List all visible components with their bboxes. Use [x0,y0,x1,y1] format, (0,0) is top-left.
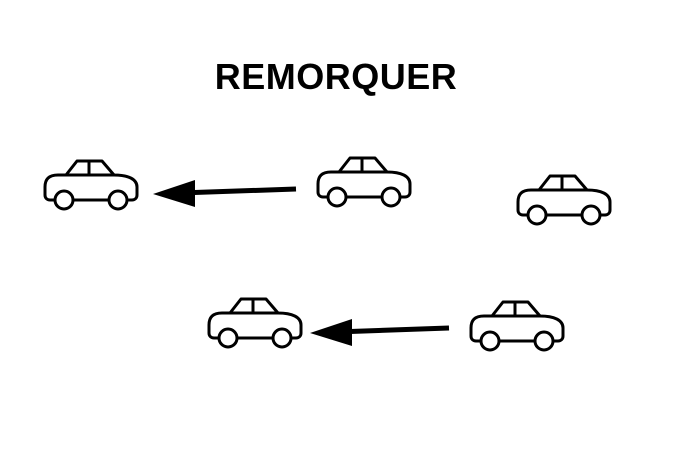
car-icon [43,159,139,211]
page-title: REMORQUER [214,56,458,97]
car-icon [207,297,303,349]
arrow-left-icon [153,180,297,207]
arrow-left-icon [310,319,450,346]
car-icon [469,300,565,352]
car-icon [316,156,412,208]
car-icon [516,174,612,226]
